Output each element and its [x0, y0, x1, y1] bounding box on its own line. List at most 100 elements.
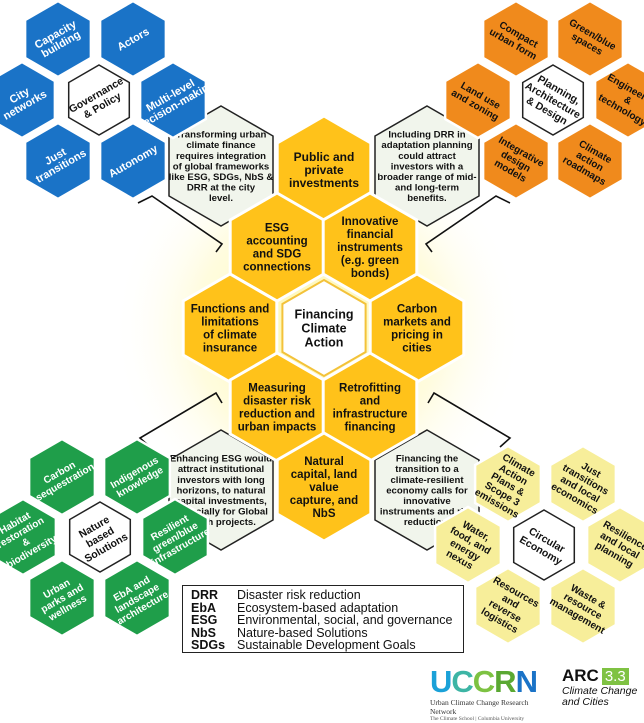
connector-bracket — [427, 391, 512, 448]
uccrn-wordmark: UCCRN — [430, 664, 538, 699]
legend-abbr: NbS — [191, 625, 216, 640]
cluster-center: CircularEconomy — [512, 509, 576, 581]
cluster-hex: Climateactionroadmaps — [555, 121, 625, 201]
cluster-hex: Green/bluespaces — [555, 0, 625, 79]
cluster-hex: Land useand zoning — [443, 60, 513, 140]
arc-version: 3.3 — [601, 668, 629, 685]
cluster-center: Planning,Architecture& Design — [521, 64, 585, 136]
cluster-hex: Habitatrestoration&biodiversity — [0, 497, 59, 577]
cluster-hex-shape — [443, 60, 513, 140]
cluster-hex: Justtransitions — [23, 121, 93, 201]
cluster-hex-shape — [23, 121, 93, 201]
cluster-hex: ClimateActionPlans &Scope 3emissions — [473, 444, 543, 524]
cluster-hex: Resilientgreen/blueinfrastructure — [140, 497, 212, 577]
cluster-hex-shape — [23, 0, 93, 79]
legend-definition: Disaster risk reduction — [237, 588, 361, 602]
cluster-hex-shape — [140, 497, 210, 577]
cluster-center: Governance& Policy — [67, 64, 131, 136]
cluster-center-shape — [521, 64, 585, 136]
cluster-hex-shape — [27, 437, 97, 517]
legend-row: DRR Disaster risk reduction — [191, 589, 455, 602]
cluster-hex-shape — [102, 437, 172, 517]
cluster-hex: Actors — [98, 0, 168, 79]
cluster-hex-shape — [585, 505, 644, 585]
legend-row: ESG Environmental, social, and governance — [191, 614, 455, 627]
legend-abbr: ESG — [191, 613, 218, 628]
uccrn-affiliation: The Climate School | Columbia University — [430, 716, 525, 722]
cluster-hex-shape — [548, 566, 618, 646]
cluster-hex: Autonomy — [98, 121, 168, 201]
uccrn-subtitle: Urban Climate Change Research Network — [430, 698, 529, 716]
legend-abbr: EbA — [191, 600, 216, 615]
center-hex-shape — [275, 431, 373, 543]
legend-abbr: DRR — [191, 588, 219, 602]
cluster-hex-shape — [27, 558, 97, 638]
arc-subtitle: and Cities — [562, 696, 609, 708]
cluster-hex: Resilienceand localplanning — [585, 505, 644, 585]
cluster-hex: Indigenousknowledge — [102, 437, 172, 517]
cluster-hex: Carbonsequestration — [27, 437, 97, 517]
cluster-hex: Engineering&technology — [593, 60, 644, 140]
cluster-center-shape — [512, 509, 576, 581]
cluster-circular: ClimateActionPlans &Scope 3emissionsJust… — [433, 444, 644, 646]
cluster-hex-shape — [593, 60, 644, 140]
cluster-hex: Multi-leveldecision-making — [136, 60, 217, 140]
cluster-center-shape — [67, 64, 131, 136]
cluster-hex: Urbanparks andwellness — [27, 558, 97, 638]
cluster-hex-shape — [0, 60, 57, 140]
uccrn-logo: UCCRN Urban Climate Change Research Netw… — [430, 664, 555, 723]
cluster-hex-shape — [138, 60, 208, 140]
legend-definition: Environmental, social, and governance — [237, 613, 453, 628]
legend-definition: Ecosystem-based adaptation — [237, 600, 399, 615]
cluster-hex-shape — [481, 0, 551, 79]
legend-definition: Sustainable Development Goals — [237, 638, 416, 653]
cluster-hex-shape — [555, 0, 625, 79]
legend-row: NbS Nature-based Solutions — [191, 627, 455, 640]
cluster-hex-shape — [555, 121, 625, 201]
cluster-center: NaturebasedSolutions — [68, 501, 132, 573]
connector-bracket — [424, 195, 511, 253]
cluster-hex-label: ClimateActionPlans &Scope 3emissions — [473, 449, 543, 521]
cluster-hex: Resourcesandreverselogistics — [473, 566, 543, 646]
cluster-hex-shape — [98, 121, 168, 201]
cluster-hex-shape — [433, 505, 503, 585]
cluster-hex-shape — [548, 444, 618, 524]
cluster-hex: Integrativedesignmodels — [481, 121, 551, 201]
legend-row: EbA Ecosystem-based adaptation — [191, 600, 455, 615]
cluster-hex-shape — [0, 497, 58, 577]
cluster-hex-shape — [102, 558, 172, 638]
connector-bracket — [137, 195, 224, 253]
arc-name: ARC — [562, 666, 599, 685]
cluster-hex: Citynetworks — [0, 60, 57, 140]
cluster-hex-shape — [473, 444, 543, 524]
legend-definition: Nature-based Solutions — [237, 625, 368, 640]
cluster-hex: Waste &resourcemanagement — [548, 566, 618, 646]
arc-subtitle: Climate Change — [562, 685, 638, 697]
cluster-hex: Compacturban form — [481, 0, 551, 79]
